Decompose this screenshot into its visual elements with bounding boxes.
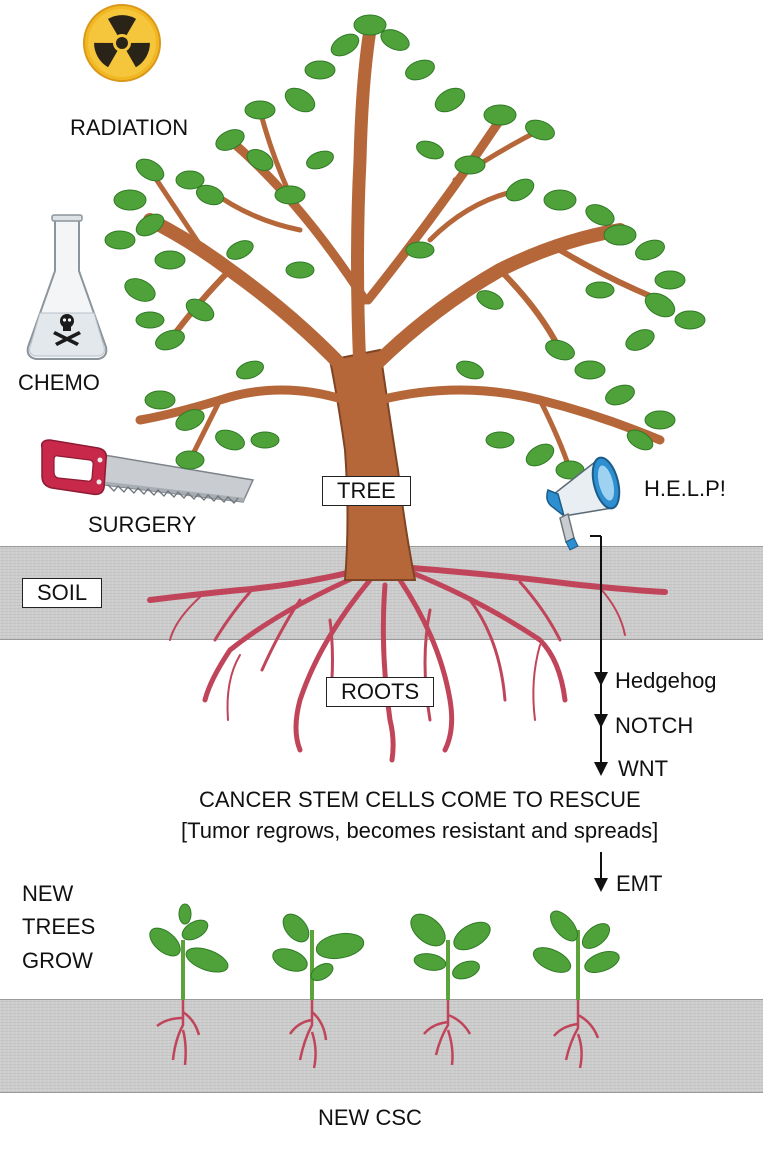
saw-icon [40, 439, 255, 504]
tree-illustration [104, 14, 706, 763]
new-trees-line3: GROW [22, 948, 93, 973]
surgery-label: SURGERY [88, 512, 197, 537]
rescue-subtitle: [Tumor regrows, becomes resistant and sp… [181, 818, 659, 843]
new-trees-line1: NEW [22, 881, 74, 906]
seedling-icon [272, 913, 365, 1069]
chemo-label: CHEMO [18, 370, 100, 395]
tree-label: TREE [322, 476, 411, 506]
tree-leaves [104, 14, 706, 480]
seedling-icon [532, 910, 620, 1069]
tree-roots [147, 565, 668, 763]
help-label: H.E.L.P! [644, 476, 726, 501]
roots-label: ROOTS [326, 677, 435, 707]
seedling-icon [410, 913, 491, 1066]
radiation-label: RADIATION [70, 115, 189, 140]
pathway-notch: NOTCH [615, 713, 694, 738]
new-trees-line2: TREES [22, 914, 96, 939]
emt-label: EMT [616, 871, 663, 896]
rescue-title: CANCER STEM CELLS COME TO RESCUE [199, 787, 641, 812]
soil-label: SOIL [22, 578, 103, 608]
flask-skull-icon [26, 214, 108, 360]
signal-arrow [590, 535, 608, 892]
new-csc-label: NEW CSC [318, 1105, 422, 1130]
pathway-hedgehog: Hedgehog [615, 668, 717, 693]
pathway-wnt: WNT [618, 756, 669, 781]
seedling-icon [149, 903, 229, 1066]
megaphone-icon [546, 456, 621, 551]
soil-band-bottom [0, 999, 763, 1093]
radiation-icon [83, 4, 161, 82]
